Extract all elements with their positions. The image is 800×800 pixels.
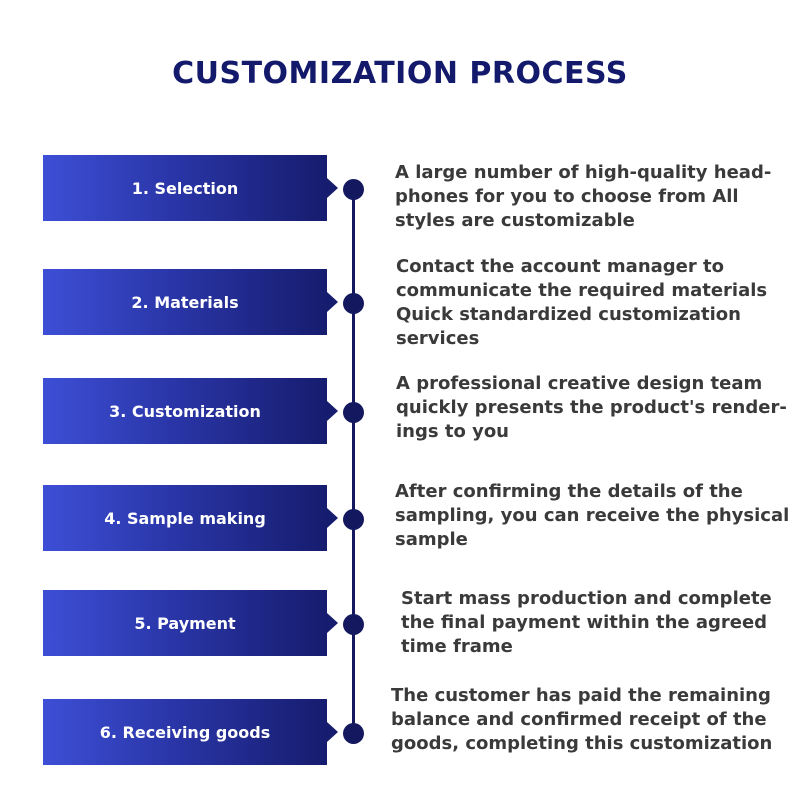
timeline-dot <box>343 293 364 314</box>
step-label-box: 1. Selection <box>43 155 327 221</box>
step-description: A professional creative design team quic… <box>396 373 787 442</box>
step-label-box: 3. Customization <box>43 378 327 444</box>
step-pointer <box>327 292 338 312</box>
step-pointer <box>327 722 338 742</box>
step-pointer <box>327 613 338 633</box>
step-pointer <box>327 508 338 528</box>
step-5: 5. Payment Start mass production and com… <box>0 588 800 660</box>
step-3: 3. Customization A professional creative… <box>0 373 800 448</box>
step-description: Start mass production and complete the f… <box>401 588 772 657</box>
step-label-box: 4. Sample making <box>43 485 327 551</box>
step-description: The customer has paid the remaining bala… <box>391 685 773 754</box>
step-1: 1. Selection A large number of high-qual… <box>0 155 800 231</box>
timeline-line <box>352 186 355 732</box>
step-2: 2. Materials Contact the account manager… <box>0 256 800 349</box>
step-pointer <box>327 401 338 421</box>
page-title: CUSTOMIZATION PROCESS <box>172 56 628 91</box>
step-label-box: 6. Receiving goods <box>43 699 327 765</box>
step-6: 6. Receiving goods The customer has paid… <box>0 685 800 769</box>
step-description: After confirming the details of the samp… <box>395 481 790 550</box>
timeline-dot <box>343 723 364 744</box>
step-4: 4. Sample making After confirming the de… <box>0 481 800 555</box>
step-description: Contact the account manager to communica… <box>396 256 768 349</box>
step-pointer <box>327 178 338 198</box>
step-description: A large number of high-quality head- pho… <box>395 162 772 231</box>
timeline-dot <box>343 402 364 423</box>
step-label-box: 2. Materials <box>43 269 327 335</box>
timeline-dot <box>343 509 364 530</box>
step-label-box: 5. Payment <box>43 590 327 656</box>
timeline-dot <box>343 179 364 200</box>
timeline-dot <box>343 614 364 635</box>
